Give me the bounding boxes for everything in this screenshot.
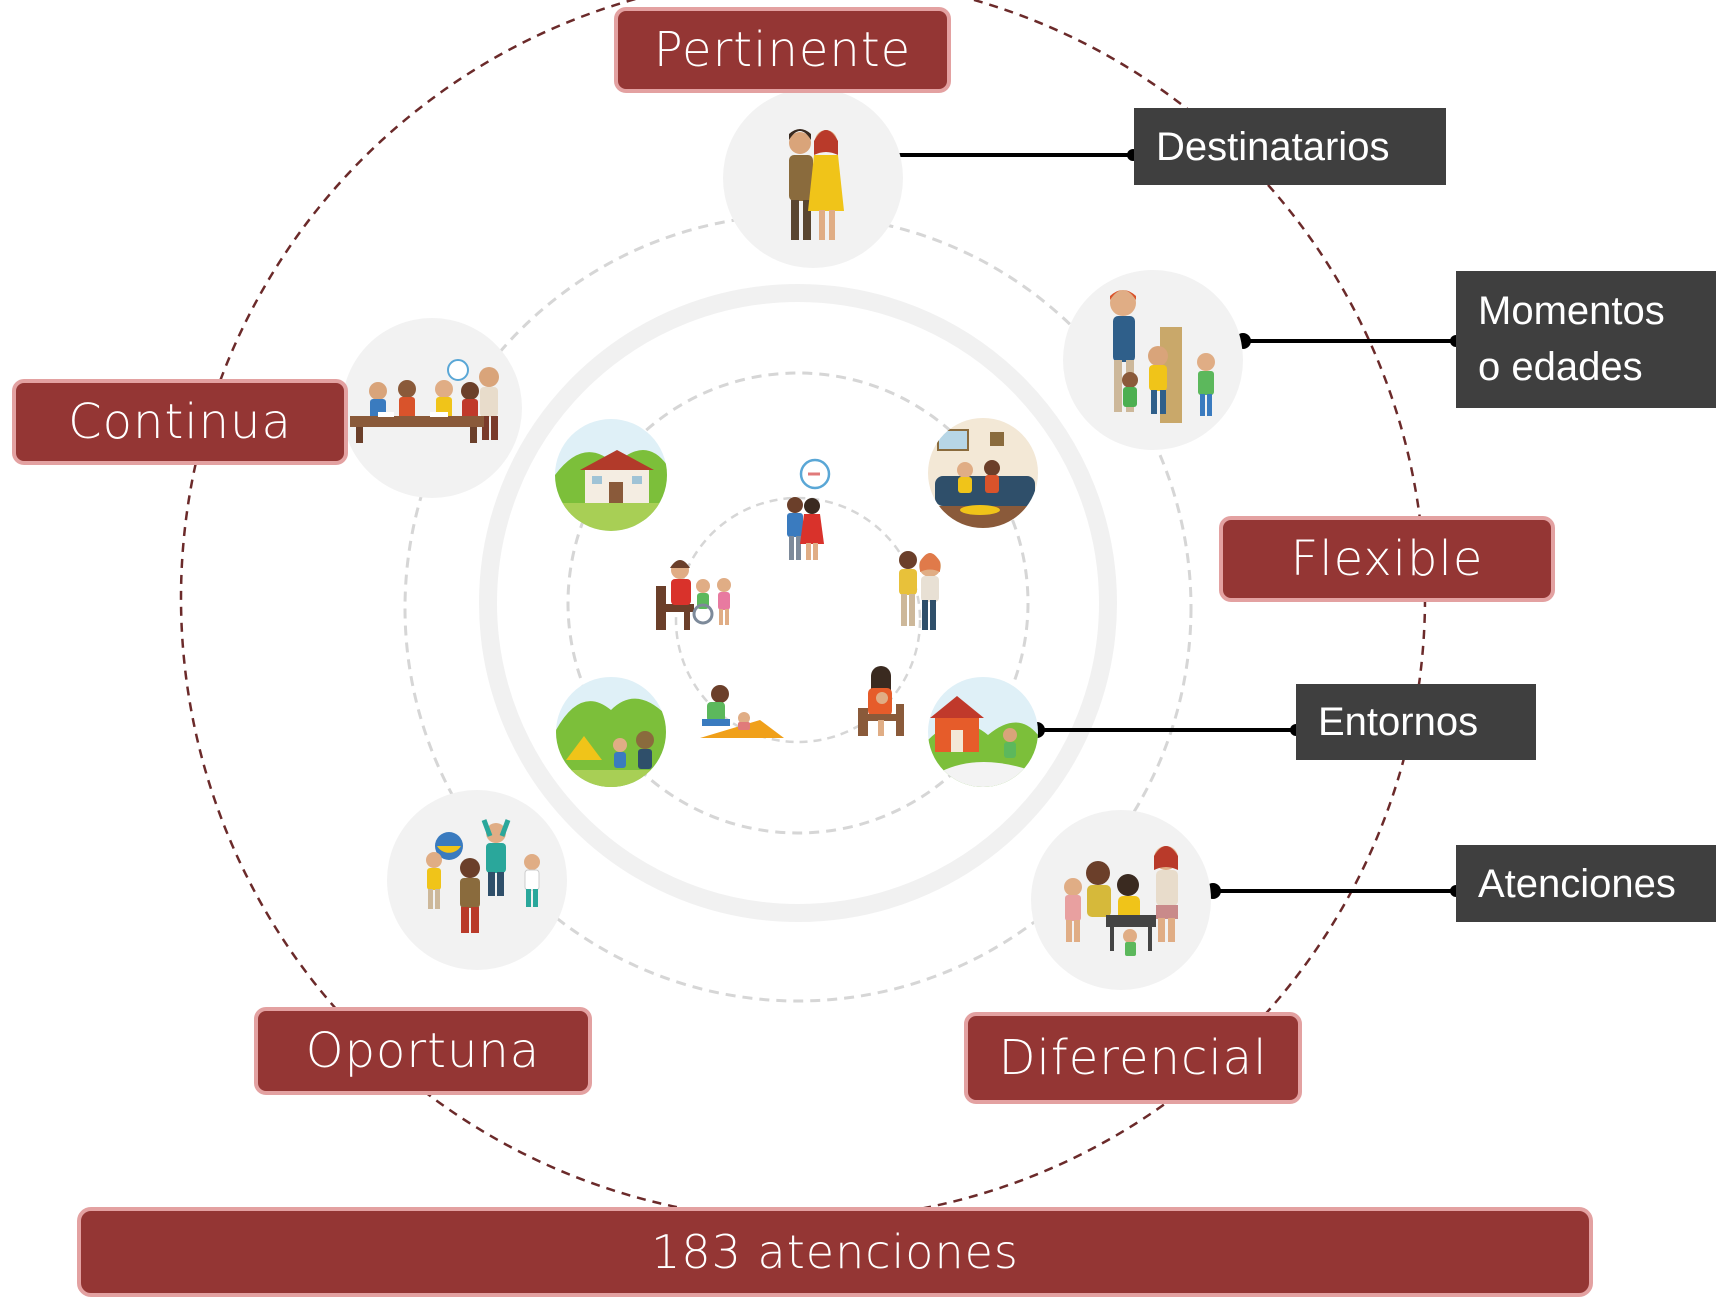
children-playing-icon [387,790,567,970]
tag-pertinente: Pertinente [614,7,951,93]
children-table-icon [342,318,522,498]
baby-crawling-icon [700,685,784,738]
caregiver-wheelchair-icon [656,560,731,630]
mother-baby-icon [858,666,904,736]
callout-momentos-line2: o edades [1478,345,1643,389]
callout-atenciones: Atenciones [1456,845,1716,922]
tag-continua: Continua [12,379,348,465]
school-building-icon [555,419,667,531]
couple-icon [723,88,903,268]
tag-diferencial: Diferencial [964,1012,1302,1104]
house-garden-icon [928,677,1038,787]
tag-oportuna: Oportuna [254,1007,592,1095]
callout-destinatarios: Destinatarios [1134,108,1446,185]
ring-4 [566,371,1030,835]
callout-momentos-line1: Momentos [1478,289,1665,333]
family-keyboard-icon [1031,810,1211,990]
connector-momentos [1235,333,1462,349]
connector-atenciones [1205,883,1462,899]
park-icon [556,677,666,787]
ring-3-soft [479,284,1117,922]
tag-flexible: Flexible [1219,516,1555,602]
ring-2 [403,213,1193,1003]
total-attentions-bar: 183 atenciones [77,1207,1593,1297]
callout-entornos: Entornos [1296,684,1536,760]
family-home-icon [928,418,1038,528]
parent-child-icon [899,551,941,630]
parents-icon [787,458,831,560]
connector-destinatarios [864,147,1139,163]
teacher-children-icon [1063,270,1243,450]
callout-momentos: Momentos o edades [1456,271,1716,408]
